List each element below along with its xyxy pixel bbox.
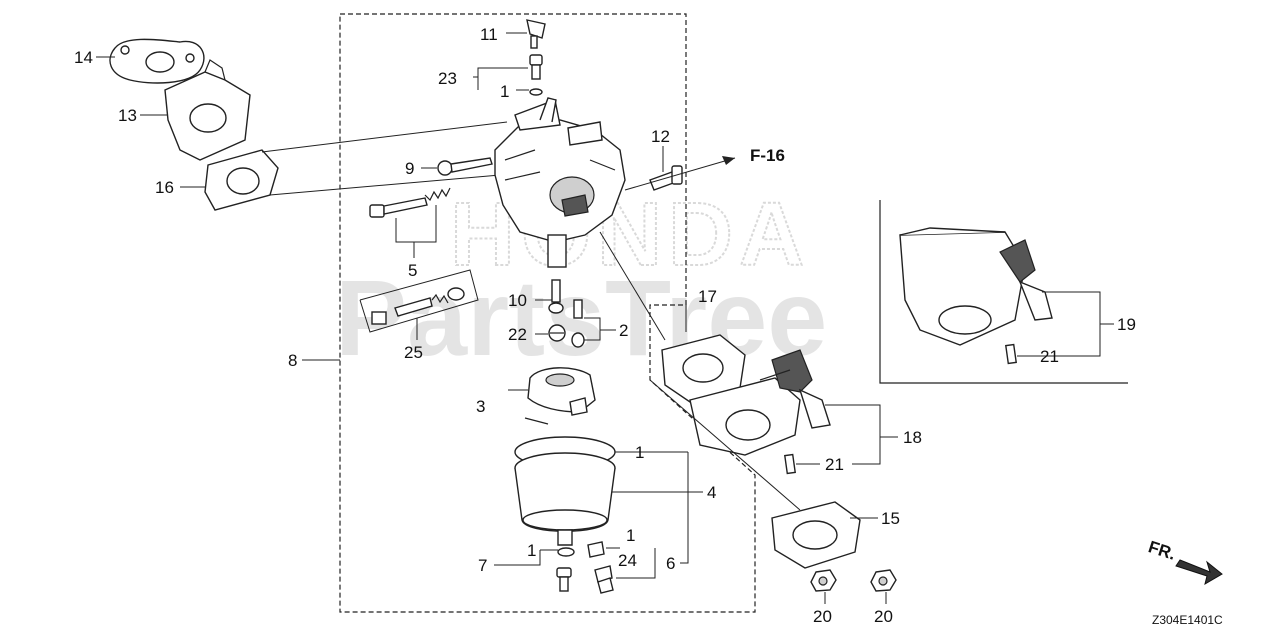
part-pilot-screw-5 [369, 187, 451, 218]
label-19: 19 [1117, 315, 1136, 334]
part-22 [548, 324, 566, 342]
part-jet-10 [548, 279, 564, 314]
label-4: 4 [707, 483, 716, 502]
label-22: 22 [508, 325, 527, 344]
part-pin-21-right [1004, 343, 1018, 365]
leader-17-b [599, 231, 666, 341]
label-7: 7 [478, 556, 487, 575]
part-nut-20-right [870, 569, 897, 592]
label-21-mid: 21 [825, 455, 844, 474]
label-12: 12 [651, 127, 670, 146]
part-gasket-16 [204, 149, 279, 211]
part-gasket-15 [771, 501, 861, 569]
label-ref: F-16 [750, 146, 785, 165]
leader-24 [616, 548, 656, 579]
label-11: 11 [480, 25, 498, 44]
part-nut-20-left [810, 569, 837, 592]
inset-frame [879, 200, 1128, 384]
part-float-3 [524, 367, 596, 425]
label-21-right: 21 [1040, 347, 1059, 366]
label-24: 24 [618, 551, 637, 570]
label-9: 9 [405, 159, 414, 178]
label-3: 3 [476, 397, 485, 416]
label-1-right: 1 [626, 526, 635, 545]
leader-5 [395, 205, 437, 243]
label-15: 15 [881, 509, 900, 528]
part-knob-11 [526, 19, 546, 49]
label-6: 6 [666, 554, 675, 573]
part-insulator-13 [164, 59, 251, 161]
label-1-bottom: 1 [527, 541, 536, 560]
label-18: 18 [903, 428, 922, 447]
part-bracket-19 [899, 227, 1053, 346]
label-14: 14 [74, 48, 93, 67]
leader-6 [680, 452, 689, 564]
label-16: 16 [155, 178, 174, 197]
leader-16-upper [261, 121, 508, 153]
leader-15-b [649, 379, 801, 511]
part-screw-9 [437, 157, 493, 176]
label-25: 25 [404, 343, 423, 362]
ref-arrow [624, 156, 736, 191]
part-pin-21-mid [783, 453, 797, 475]
label-23: 23 [438, 69, 457, 88]
part-gasket-14 [109, 38, 205, 84]
label-1-mid: 1 [635, 443, 644, 462]
label-5: 5 [408, 261, 417, 280]
part-carburetor-body [494, 97, 626, 268]
label-direction: FR. [1146, 537, 1178, 564]
label-1-top: 1 [500, 82, 509, 101]
leader-23 [473, 67, 528, 78]
label-20-right: 20 [874, 607, 893, 626]
part-drain-bolts [556, 541, 614, 594]
leader-7 [508, 550, 541, 566]
label-20-left: 20 [813, 607, 832, 626]
label-2: 2 [619, 321, 628, 340]
part-screw-23 [529, 54, 543, 96]
label-10: 10 [508, 291, 527, 310]
leader-16-lower [269, 174, 501, 196]
part-bracket-18 [689, 349, 831, 456]
label-17: 17 [698, 287, 717, 306]
direction-arrow-icon [1175, 559, 1223, 586]
part-float-bowl-4 [514, 436, 616, 546]
leader-18 [825, 404, 881, 465]
leader-2 [584, 317, 601, 341]
drawing-code: Z304E1401C [1152, 613, 1223, 627]
label-8: 8 [288, 351, 297, 370]
label-13: 13 [118, 106, 137, 125]
part-group-25 [359, 269, 479, 333]
